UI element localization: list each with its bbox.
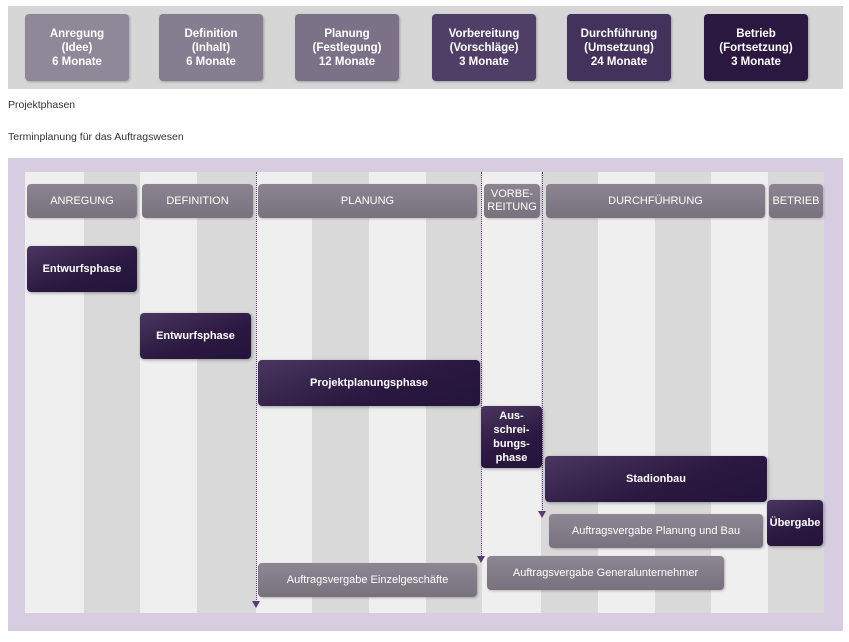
grid-stripe (84, 172, 140, 613)
header-planung: PLANUNG (258, 184, 477, 218)
task-auftragsvergabe-planung-bau: Auftragsvergabe Planung und Bau (549, 514, 763, 548)
phase-sub: (Inhalt) (191, 41, 231, 54)
phase-duration: 3 Monate (731, 55, 781, 68)
phase-sub: (Vorschläge) (449, 41, 519, 54)
phase-box-betrieb: Betrieb (Fortsetzung) 3 Monate (704, 14, 808, 81)
phase-box-vorbereitung: Vorbereitung (Vorschläge) 3 Monate (432, 14, 536, 81)
phase-duration: 6 Monate (52, 55, 102, 68)
phase-box-definition: Definition (Inhalt) 6 Monate (159, 14, 263, 81)
header-durchfuehrung: DURCHFÜHRUNG (546, 184, 765, 218)
phase-duration: 12 Monate (318, 55, 376, 68)
phase-sub: (Festlegung) (312, 41, 382, 54)
phase-duration: 3 Monate (459, 55, 509, 68)
grid-stripe (25, 172, 84, 613)
caption-terminplanung: Terminplanung für das Auftragswesen (8, 131, 184, 143)
phase-duration: 6 Monate (186, 55, 236, 68)
caption-projektphasen: Projektphasen (8, 99, 76, 111)
grid-stripe (482, 172, 541, 613)
phase-name: Vorbereitung (448, 27, 520, 40)
header-anregung: ANREGUNG (27, 184, 137, 218)
milestone-line-planung (256, 172, 257, 602)
header-betrieb: BETRIEB (769, 184, 823, 218)
phase-box-planung: Planung (Festlegung) 12 Monate (295, 14, 399, 81)
phase-sub: (Umsetzung) (584, 41, 654, 54)
task-entwurfsphase-definition: Entwurfsphase (140, 313, 251, 359)
grid-stripe (197, 172, 256, 613)
phase-box-anregung: Anregung (Idee) 6 Monate (25, 14, 129, 81)
phase-name: Betrieb (736, 27, 776, 40)
grid-stripe (768, 172, 824, 613)
task-uebergabe: Übergabe (767, 500, 823, 546)
phase-duration: 24 Monate (590, 55, 648, 68)
arrow-down-icon (477, 556, 485, 563)
arrow-down-icon (252, 601, 260, 608)
phase-box-durchfuehrung: Durchführung (Umsetzung) 24 Monate (567, 14, 671, 81)
header-definition: DEFINITION (142, 184, 253, 218)
phase-overview-band: Anregung (Idee) 6 Monate Definition (Inh… (8, 6, 843, 89)
task-entwurfsphase-anregung: Entwurfsphase (27, 246, 137, 292)
phase-name: Definition (184, 27, 238, 40)
milestone-line-durchfuehrung (542, 172, 543, 512)
phase-sub: (Idee) (61, 41, 93, 54)
phase-name: Anregung (49, 27, 105, 40)
task-auftragsvergabe-einzelgeschaefte: Auftragsvergabe Einzelgeschäfte (258, 563, 477, 597)
task-auftragsvergabe-generalunternehmer: Auftragsvergabe Generalunternehmer (487, 556, 724, 590)
header-vorbereitung: VORBE- REITUNG (484, 184, 540, 218)
phase-sub: (Fortsetzung) (719, 41, 793, 54)
grid-stripe (140, 172, 197, 613)
phase-name: Durchführung (580, 27, 658, 40)
arrow-down-icon (538, 511, 546, 518)
milestone-line-vorbereitung (481, 172, 482, 558)
task-projektplanungsphase: Projektplanungsphase (258, 360, 480, 406)
task-ausschreibungsphase: Aus- schrei- bungs- phase (481, 406, 542, 468)
phase-name: Planung (324, 27, 370, 40)
task-stadionbau: Stadionbau (545, 456, 767, 502)
